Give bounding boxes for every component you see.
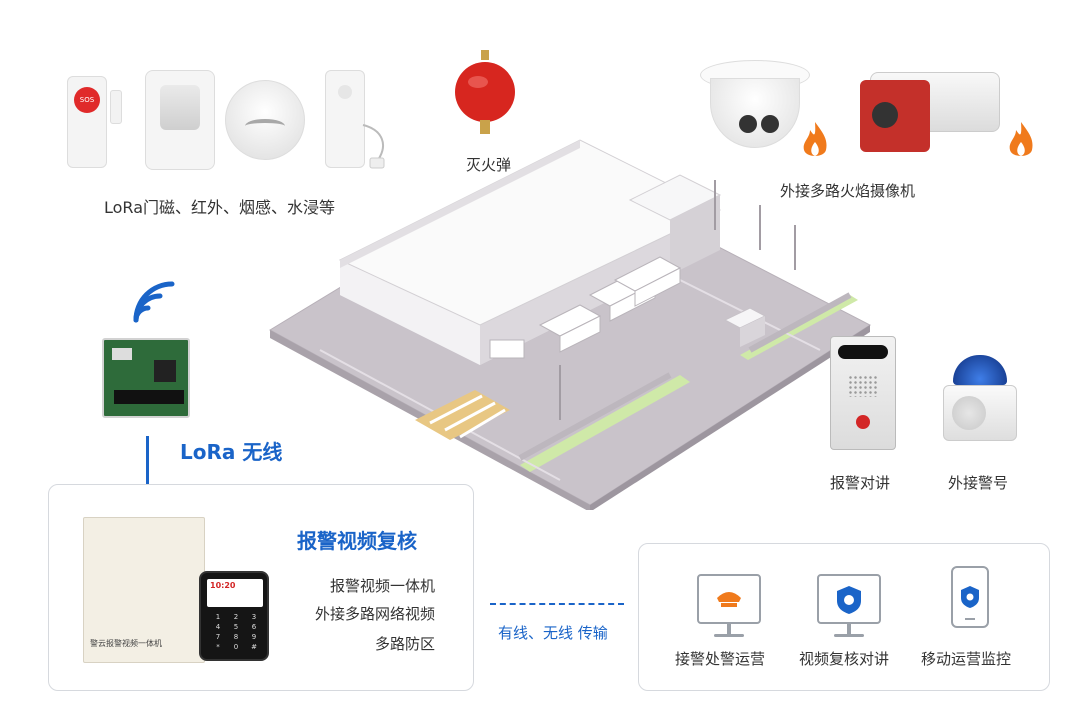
police-cap-icon [697, 574, 761, 624]
keypad-key: 1 [215, 613, 221, 621]
lora-wireless-label: LoRa 无线 [180, 440, 283, 464]
siren-label: 外接警号 [948, 474, 1009, 492]
keypad-key: 3 [251, 613, 257, 621]
keypad-keys: 1 2 3 4 5 6 7 8 9 * 0 # [209, 613, 263, 651]
keypad-key: # [251, 643, 257, 651]
platform-item-label: 移动运营监控 [921, 650, 1012, 668]
fire-ball-label: 灭火弹 [466, 156, 512, 174]
fire-extinguisher-ball [455, 50, 515, 134]
keypad-key: 5 [233, 623, 239, 631]
keypad: 10:20 1 2 3 4 5 6 7 8 9 * 0 # [199, 571, 269, 661]
wifi-signal-icon [133, 281, 175, 323]
smoke-detector [225, 80, 305, 160]
sos-button: SOS [74, 87, 100, 113]
cameras-label: 外接多路火焰摄像机 [780, 182, 916, 200]
platform-item-video [809, 574, 889, 637]
door-magnet-sensor [110, 90, 122, 124]
platform-item-label: 视频复核对讲 [799, 650, 890, 668]
keypad-key: 6 [251, 623, 257, 631]
keypad-screen: 10:20 [207, 579, 263, 607]
sos-button-sensor: SOS [67, 76, 107, 168]
water-leak-sensor [325, 70, 365, 168]
core-title: 报警视频复核 [297, 529, 417, 553]
shield-camera-icon [817, 574, 881, 624]
fire-icon [1006, 120, 1036, 160]
transport-label: 有线、无线 传输 [498, 624, 608, 642]
keypad-key: 8 [233, 633, 239, 641]
alarm-video-box: 警云报警视频一体机 [83, 517, 205, 663]
keypad-key: 9 [251, 633, 257, 641]
keypad-key: * [216, 643, 220, 651]
core-line-2: 外接多路网络视频 [314, 605, 435, 623]
bullet-camera [860, 72, 1000, 162]
siren-device [940, 355, 1020, 445]
connector-line [146, 436, 149, 496]
core-panel: 警云报警视频一体机 10:20 1 2 3 4 5 6 7 8 9 * 0 # 报警视频复核 报警视频… [48, 484, 474, 691]
intercom-label: 报警对讲 [830, 474, 891, 492]
platform-panel: 接警处警运营 视频复核对讲 移动运营监控 [638, 543, 1050, 691]
intercom-panel [830, 336, 896, 450]
keypad-key: 2 [233, 613, 239, 621]
dome-camera [700, 60, 810, 160]
sensors-label: LoRa门磁、红外、烟感、水浸等 [104, 198, 335, 217]
keypad-key: 7 [215, 633, 221, 641]
device-label: 警云报警视频一体机 [90, 639, 162, 648]
platform-item-dispatch [689, 574, 769, 637]
fire-icon [800, 120, 830, 160]
keypad-time: 10:20 [210, 581, 236, 590]
lora-module-board [102, 338, 190, 418]
transport-dashed-line [490, 603, 624, 605]
keypad-key: 0 [233, 643, 239, 651]
mobile-shield-icon [951, 566, 989, 628]
core-line-1: 报警视频一体机 [329, 577, 435, 595]
pir-sensor [145, 70, 215, 170]
core-line-3: 多路防区 [374, 635, 435, 653]
warehouse-scene [268, 139, 871, 510]
water-leak-probe [362, 124, 385, 169]
platform-item-label: 接警处警运营 [675, 650, 766, 668]
keypad-key: 4 [215, 623, 221, 631]
